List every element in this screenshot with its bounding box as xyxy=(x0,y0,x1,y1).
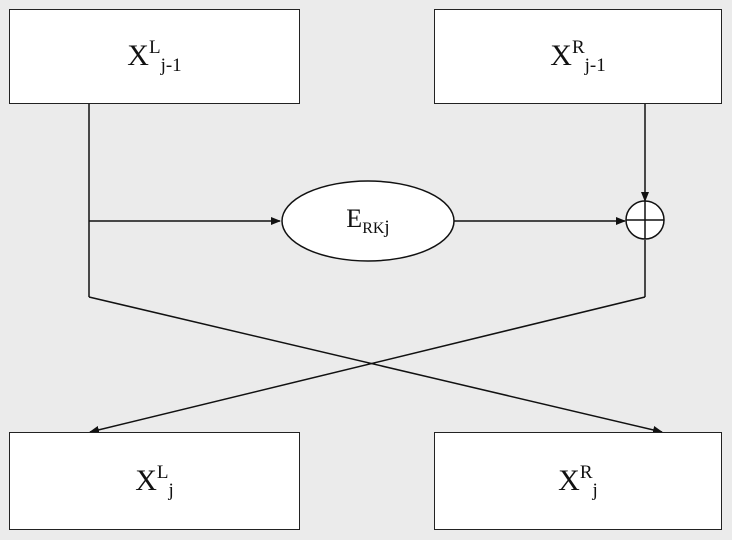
round-function-ellipse xyxy=(281,180,455,262)
function-base: E xyxy=(346,203,363,233)
round-function-label: ERKj xyxy=(282,181,454,261)
left-output-base: X xyxy=(135,463,157,497)
left-output-block: XLj xyxy=(9,432,300,530)
function-key-sub: RK xyxy=(362,219,385,237)
right-output-sup: R xyxy=(579,461,593,483)
right-input-block: XRj-1 xyxy=(434,9,722,104)
left-output-sup: L xyxy=(156,461,169,483)
right-input-label: XRj-1 xyxy=(550,38,605,75)
left-input-block: XLj-1 xyxy=(9,9,300,104)
xor-icon xyxy=(625,200,665,240)
left-input-sub: j-1 xyxy=(160,55,182,76)
left-output-sub: j xyxy=(168,479,174,501)
left-input-base: X xyxy=(127,39,149,72)
right-output-label: XRj xyxy=(558,463,598,500)
right-output-sub: j xyxy=(592,479,598,501)
cross-right-to-left-arrow xyxy=(89,296,646,434)
right-input-sup: R xyxy=(571,37,585,58)
right-input-sub: j-1 xyxy=(584,55,606,76)
left-output-label: XLj xyxy=(135,463,174,500)
function-index-sub: j xyxy=(384,216,390,238)
cross-left-to-right-arrow xyxy=(88,296,663,434)
right-output-base: X xyxy=(558,463,580,497)
right-input-base: X xyxy=(550,39,572,72)
left-input-label: XLj-1 xyxy=(127,38,181,75)
right-output-block: XRj xyxy=(434,432,722,530)
left-input-sup: L xyxy=(148,37,161,58)
